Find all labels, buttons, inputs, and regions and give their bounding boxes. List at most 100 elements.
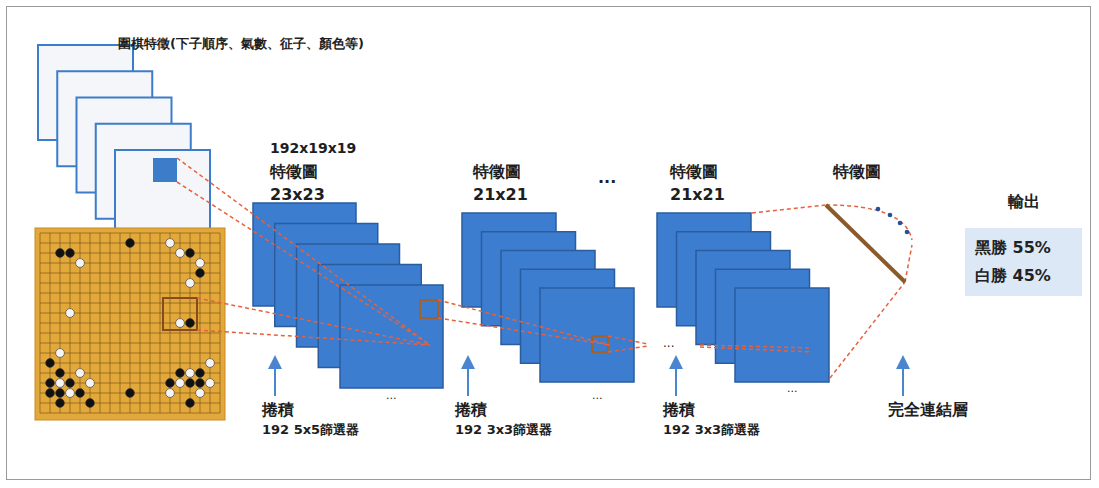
white-stone <box>196 259 205 268</box>
board-line <box>220 233 221 413</box>
black-stone <box>166 379 175 388</box>
layer-pointer <box>675 362 677 396</box>
layer-label: 捲積 <box>663 400 695 419</box>
white-stone <box>186 369 195 378</box>
black-stone <box>186 249 195 258</box>
layer-label: 192 5x5篩選器 <box>262 422 359 438</box>
black-stone <box>66 379 75 388</box>
layer-label: 捲積 <box>262 400 294 419</box>
black-stone <box>196 379 205 388</box>
white-stone <box>196 389 205 398</box>
black-stone <box>186 319 195 328</box>
black-stone <box>56 369 65 378</box>
layer-label: 23x23 <box>270 185 325 204</box>
board-line <box>40 343 220 344</box>
black-stone <box>56 399 65 408</box>
projection-ray <box>438 318 610 345</box>
white-stone <box>206 379 215 388</box>
projection-ray <box>177 158 430 345</box>
board-line <box>160 233 161 413</box>
projection-ray <box>830 282 905 378</box>
black-stone <box>126 239 135 248</box>
layer-label: 特徵圖 <box>670 162 718 181</box>
black-stone <box>196 369 205 378</box>
projection-ray <box>197 298 430 345</box>
white-stone <box>206 359 215 368</box>
black-stone <box>46 359 55 368</box>
projection-ray <box>177 182 430 345</box>
fc-neuron <box>905 230 910 235</box>
white-stone <box>76 259 85 268</box>
black-stone <box>66 249 75 258</box>
white-stone <box>176 249 185 258</box>
layer-pointer <box>902 362 904 396</box>
white-stone <box>176 319 185 328</box>
projection-ray <box>438 300 610 345</box>
black-stone <box>46 389 55 398</box>
fc-weight-line <box>826 205 905 282</box>
projection-ray <box>752 205 826 213</box>
black-stone <box>186 399 195 408</box>
projection-ray <box>905 245 912 282</box>
black-stone <box>86 399 95 408</box>
white-stone <box>166 389 175 398</box>
board-line <box>40 353 220 354</box>
projection-ray <box>826 205 912 240</box>
black-stone <box>176 369 185 378</box>
ellipsis-mark: ... <box>663 336 674 350</box>
layer-pointer <box>274 362 276 396</box>
layer-label: 圍棋特徵(下子順序、氣數、征子、顏色等) <box>118 36 364 52</box>
ellipsis-mark: ... <box>386 389 397 402</box>
white-stone <box>56 349 65 358</box>
receptive-field <box>163 298 197 330</box>
black-stone <box>46 379 55 388</box>
layer-label: 捲積 <box>455 400 487 419</box>
projection-ray <box>700 347 812 352</box>
white-stone <box>166 239 175 248</box>
black-stone <box>196 269 205 278</box>
layer-label: 21x21 <box>473 185 528 204</box>
board-line <box>40 413 220 414</box>
layer-label: 特徵圖 <box>270 162 318 181</box>
layer-pointer <box>467 362 469 396</box>
output-value: 白勝 45% <box>975 262 1072 290</box>
white-stone <box>66 309 75 318</box>
white-stone <box>76 369 85 378</box>
projection-ray <box>608 346 648 352</box>
black-stone <box>56 249 65 258</box>
output-box: 輸出黑勝 55%白勝 45% <box>965 228 1082 296</box>
layer-label: 192 3x3篩選器 <box>663 422 760 438</box>
layer-label: 192x19x19 <box>270 140 356 157</box>
ellipsis-mark: ... <box>787 382 798 395</box>
layer-label: 特徵圖 <box>473 162 521 181</box>
layer-label: 192 3x3篩選器 <box>455 422 552 438</box>
white-stone <box>186 279 195 288</box>
layer-label: 21x21 <box>670 185 725 204</box>
board-line <box>40 363 220 364</box>
board-line <box>150 233 151 413</box>
fc-neuron <box>876 207 881 212</box>
white-stone <box>86 379 95 388</box>
feature-map <box>735 288 829 382</box>
board-line <box>40 333 220 334</box>
projection-ray <box>197 330 430 345</box>
layer-label: ... <box>598 168 616 187</box>
white-stone <box>176 379 185 388</box>
plane-patch <box>153 158 177 182</box>
filter-window <box>420 300 438 318</box>
layer-label: 完全連結層 <box>888 400 968 419</box>
ellipsis-mark: ... <box>592 389 603 402</box>
go-board <box>35 228 225 420</box>
output-heading: 輸出 <box>965 188 1082 216</box>
projection-ray <box>608 336 648 344</box>
black-stone <box>186 379 195 388</box>
fc-neuron <box>898 221 903 226</box>
board-line <box>140 233 141 413</box>
fc-neuron <box>888 213 893 218</box>
white-stone <box>66 389 75 398</box>
output-value: 黑勝 55% <box>975 234 1072 262</box>
white-stone <box>56 379 65 388</box>
black-stone <box>76 389 85 398</box>
black-stone <box>126 389 135 398</box>
feature-map <box>540 288 634 382</box>
